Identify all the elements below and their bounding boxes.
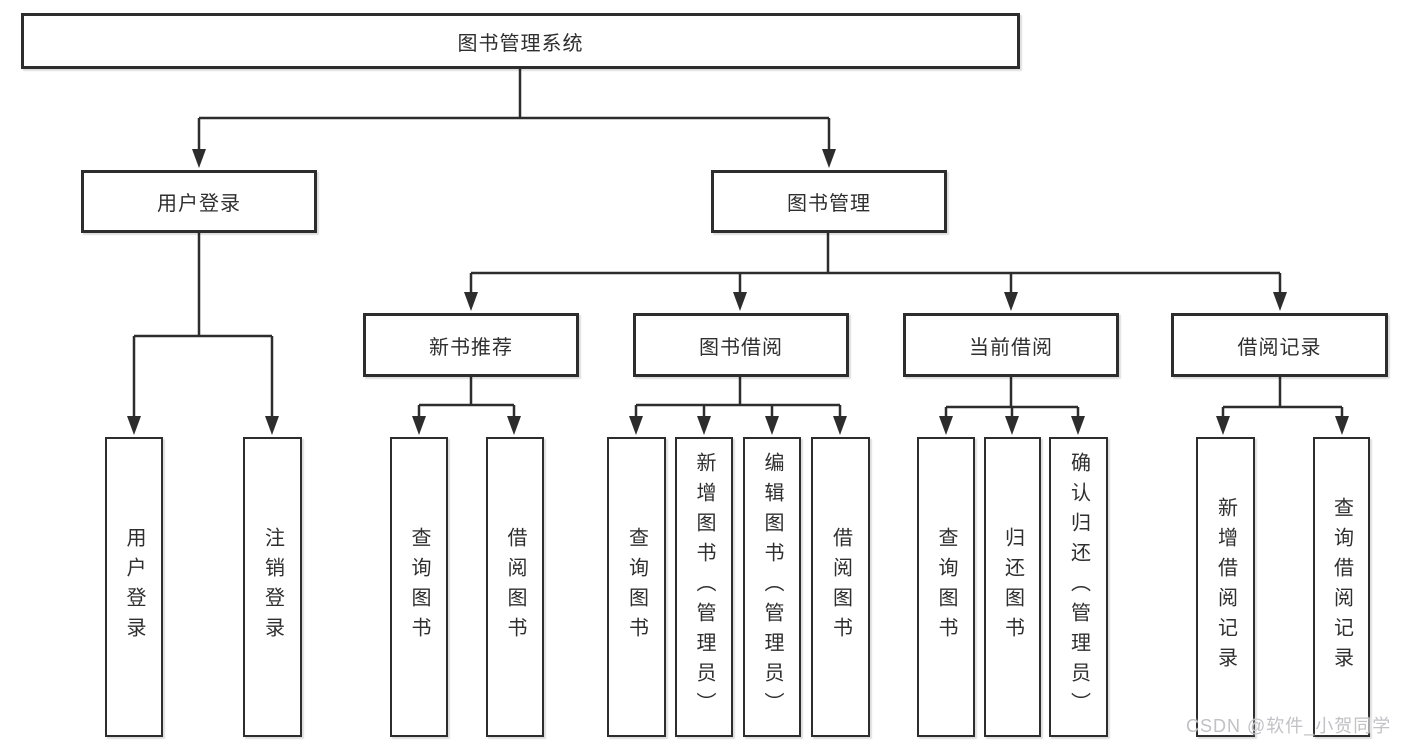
- leaf-query-books-borrow-label: 查询图书: [625, 527, 648, 647]
- node-library-management-system: 图书管理系统: [21, 13, 1020, 69]
- leaf-add-book-admin: 新增图书（管理员）: [675, 437, 733, 737]
- node-new-book-recommendation: 新书推荐: [363, 313, 579, 377]
- leaf-add-borrow-record: 新增借阅记录: [1196, 437, 1255, 737]
- node-user-login: 用户登录: [81, 170, 317, 233]
- leaf-query-books-borrow: 查询图书: [607, 437, 666, 737]
- leaf-borrow-books-label: 借阅图书: [829, 527, 852, 647]
- leaf-return-books-label: 归还图书: [1001, 527, 1024, 647]
- node-borrowing-records: 借阅记录: [1171, 313, 1388, 377]
- leaf-user-login-label: 用户登录: [123, 527, 145, 647]
- leaf-query-borrow-record: 查询借阅记录: [1313, 437, 1370, 737]
- leaf-edit-book-admin-label: 编辑图书（管理员）: [761, 452, 783, 722]
- leaf-query-books-current: 查询图书: [917, 437, 975, 737]
- csdn-watermark: CSDN @软件_小贺同学: [1186, 716, 1392, 736]
- node-book-management: 图书管理: [711, 170, 947, 233]
- leaf-logout: 注销登录: [243, 437, 302, 737]
- leaf-borrow-books: 借阅图书: [811, 437, 870, 737]
- leaf-add-book-admin-label: 新增图书（管理员）: [693, 452, 715, 722]
- leaf-add-borrow-record-label: 新增借阅记录: [1214, 497, 1237, 677]
- leaf-borrow-books-recommend-label: 借阅图书: [504, 527, 526, 647]
- leaf-user-login: 用户登录: [105, 437, 163, 737]
- node-current-borrowing: 当前借阅: [903, 313, 1119, 377]
- leaf-return-books: 归还图书: [984, 437, 1041, 737]
- leaf-edit-book-admin: 编辑图书（管理员）: [743, 437, 801, 737]
- leaf-borrow-books-recommend: 借阅图书: [486, 437, 544, 737]
- leaf-query-books-recommend: 查询图书: [390, 437, 448, 737]
- leaf-logout-label: 注销登录: [261, 527, 284, 647]
- leaf-query-books-recommend-label: 查询图书: [408, 527, 430, 647]
- tree-edges: [132, 69, 1344, 419]
- leaf-query-borrow-record-label: 查询借阅记录: [1330, 497, 1353, 677]
- node-book-borrowing: 图书借阅: [633, 313, 849, 377]
- leaf-query-books-current-label: 查询图书: [935, 527, 957, 647]
- leaf-confirm-return-admin: 确认归还（管理员）: [1049, 437, 1108, 737]
- leaf-confirm-return-admin-label: 确认归还（管理员）: [1067, 452, 1090, 722]
- arrowheads: [127, 149, 1349, 435]
